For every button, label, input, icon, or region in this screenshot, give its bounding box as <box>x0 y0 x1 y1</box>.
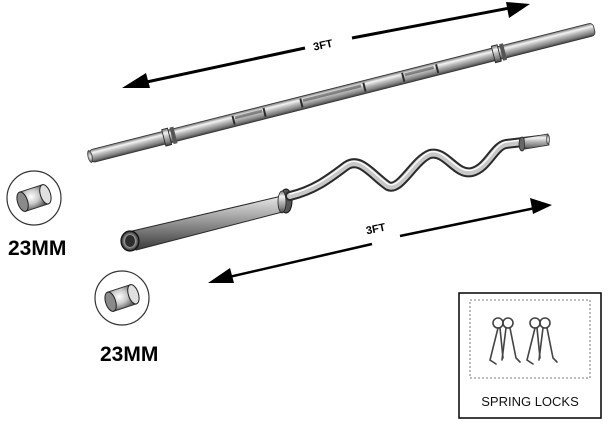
ez-curl-bar <box>120 133 550 252</box>
straight-bar-dimension-arrow: 3FT <box>122 2 530 88</box>
spring-lock-clips-icon <box>489 317 558 365</box>
arrow-head-left-icon <box>208 268 234 283</box>
straight-barbell-bar <box>87 23 596 163</box>
curl-bar-length-label: 3FT <box>365 222 387 238</box>
arrow-head-right-icon <box>506 2 530 18</box>
collar-top <box>6 170 62 226</box>
curl-bar-dimension-arrow: 3FT <box>208 198 552 283</box>
collar-bottom <box>94 270 150 326</box>
spring-locks-label: SPRING LOCKS <box>481 394 579 409</box>
straight-bar-length-label: 3FT <box>312 38 334 54</box>
collar-bottom-size-label: 23MM <box>100 343 158 366</box>
spring-locks-box: SPRING LOCKS <box>458 292 602 419</box>
arrow-head-left-icon <box>122 73 150 88</box>
arrow-head-right-icon <box>530 198 552 214</box>
collar-top-size-label: 23MM <box>8 237 66 260</box>
